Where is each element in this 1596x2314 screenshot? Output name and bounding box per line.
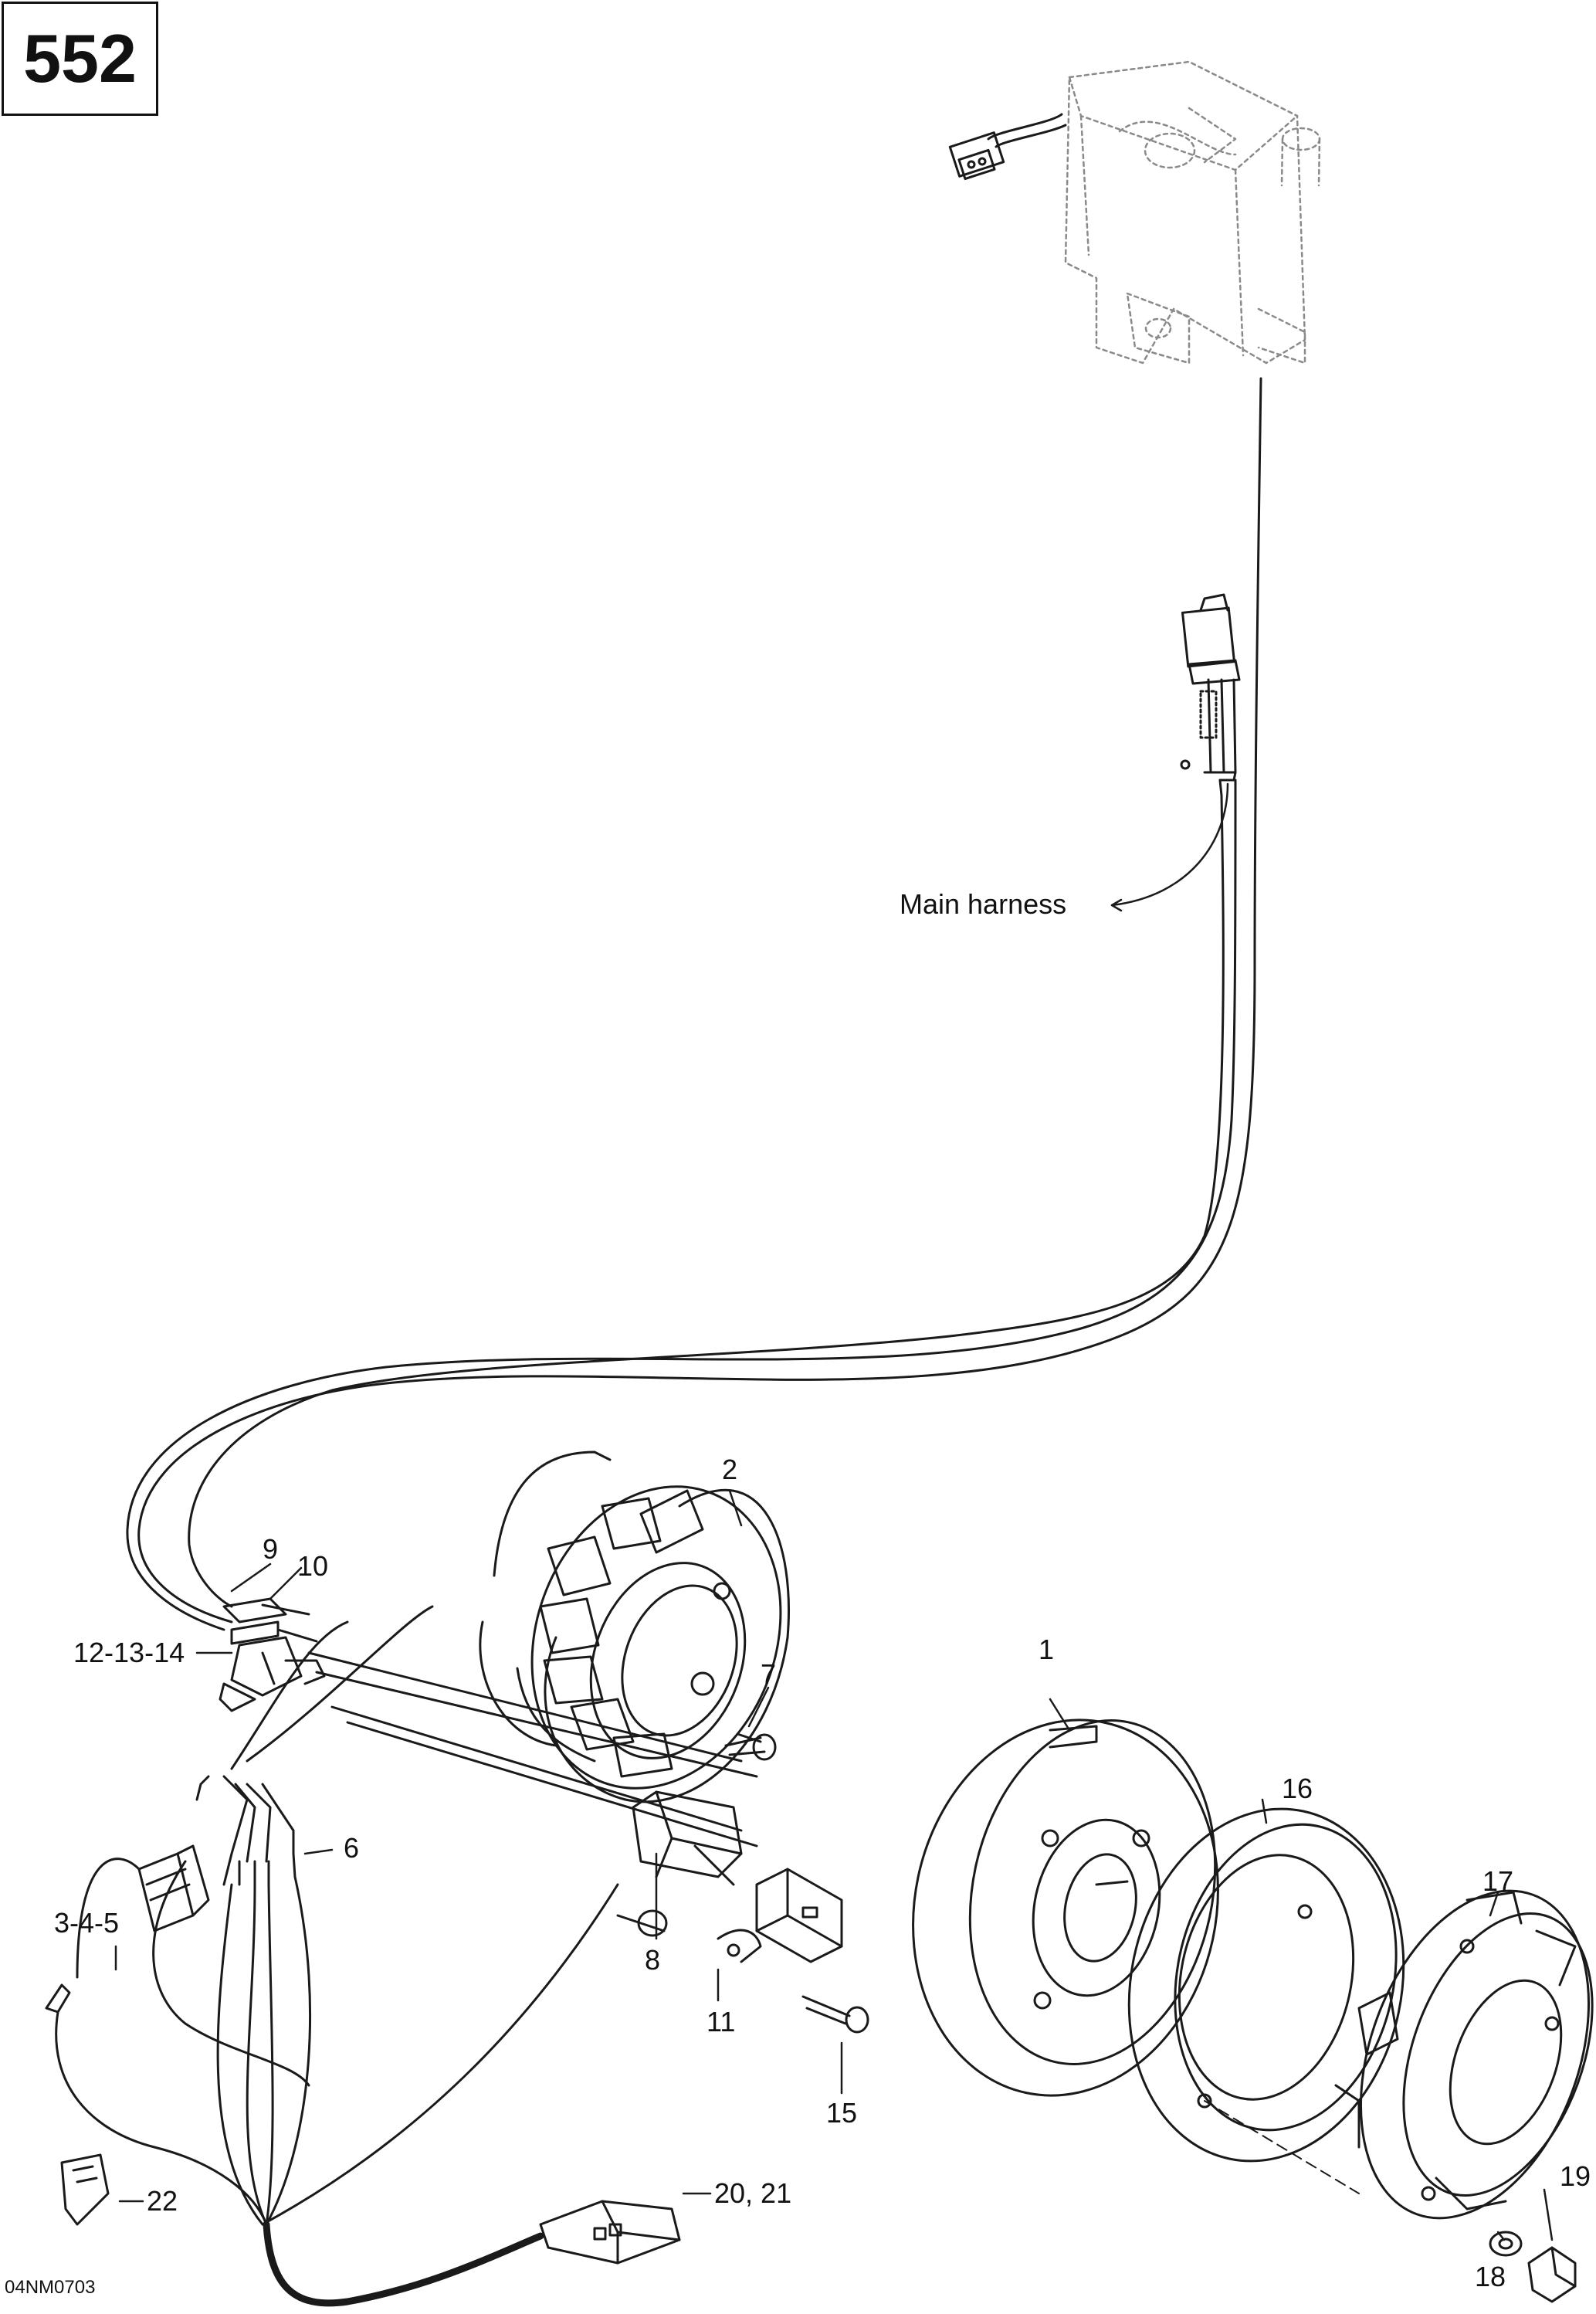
ignition-module-ghost [1064,60,1321,365]
callout-12-13-14: 12-13-14 [73,1637,185,1668]
connector-20-21 [263,2200,681,2307]
washer-18 [1489,2231,1523,2257]
callout-9: 9 [263,1533,279,1565]
main-harness-leader [1110,782,1229,912]
page-number-box: 552 [2,2,158,116]
connectors-9-10 [222,1597,318,1645]
module-connector [948,113,1067,181]
wires-bundle-6 [152,1605,619,2226]
wiring-harness [126,377,1262,1631]
callout-18: 18 [1475,2261,1506,2292]
starter-cup [1334,1889,1594,2220]
stator-fastener-bar [307,1651,758,1886]
stator [479,1450,790,1803]
screw-7 [724,1732,777,1761]
sensor-11 [717,1868,843,1963]
callout-16: 16 [1282,1773,1313,1804]
callout-1: 1 [1039,1634,1055,1665]
callout-8: 8 [645,1944,661,1976]
drawing-code: 04NM0703 [5,2277,96,2298]
connector-12-13-14 [219,1636,326,1712]
connector-22 [60,2153,110,2226]
callout-17: 17 [1482,1865,1514,1897]
main-harness-label: Main harness [900,888,1067,920]
screw-15 [801,1995,869,2034]
callout-15: 15 [826,2097,858,2129]
callout-2: 2 [722,1454,738,1485]
flywheel [912,1719,1219,2097]
callout-20-21: 20, 21 [714,2177,792,2209]
callout-7: 7 [761,1658,777,1690]
callout-6: 6 [344,1832,360,1864]
main-harness-connector [1180,593,1241,782]
connector-3-4-5 [45,1844,268,2226]
page-number: 552 [23,20,137,97]
bolt-19 [1527,2246,1577,2303]
leader-lines [114,1489,1554,2241]
callout-11: 11 [707,2006,736,2037]
callout-10: 10 [297,1550,329,1582]
callout-19: 19 [1560,2160,1591,2192]
callout-22: 22 [147,2185,178,2217]
callout-3-4-5: 3-4-5 [54,1907,120,1939]
trigger-coil-8 [616,1790,743,1937]
